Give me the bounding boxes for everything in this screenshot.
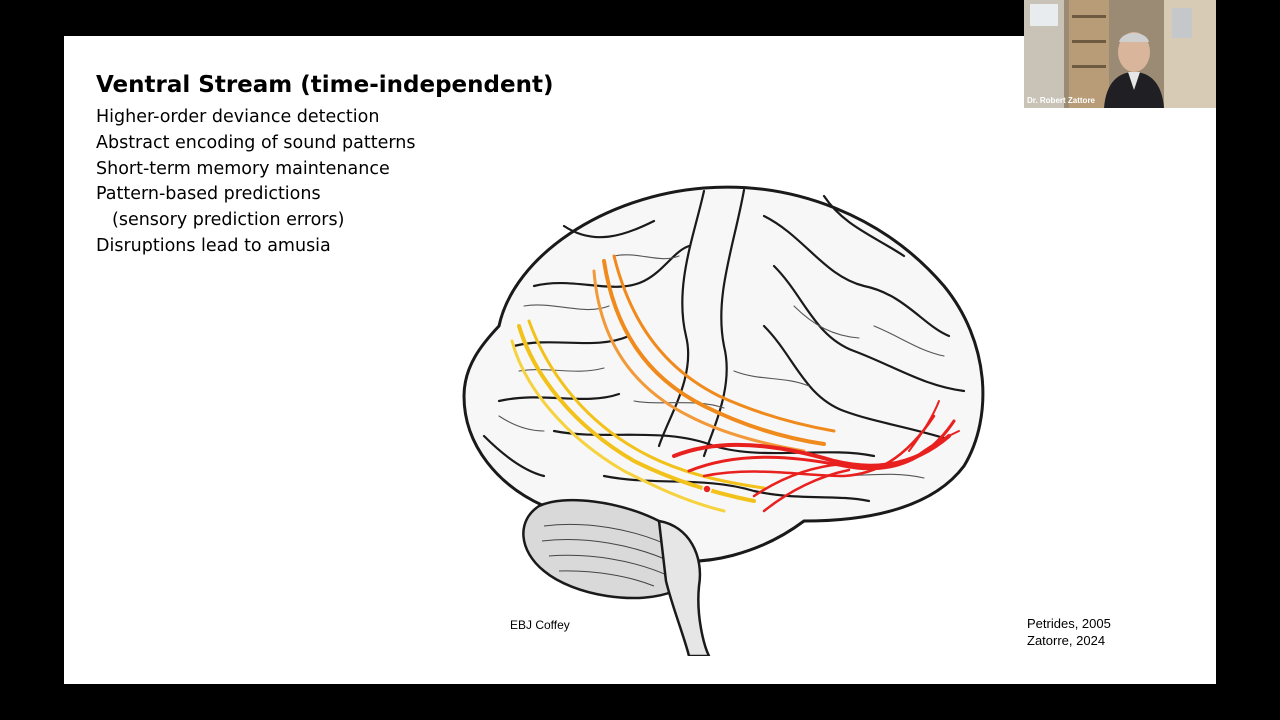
bullet-item: Abstract encoding of sound patterns — [96, 132, 416, 153]
bullet-item: (sensory prediction errors) — [112, 210, 345, 231]
citation: Petrides, 2005 — [1027, 616, 1111, 631]
shading-lines — [498, 254, 945, 479]
presenter-video-tile[interactable]: Dr. Robert Zattore — [1024, 0, 1216, 108]
slide-title: Ventral Stream (time-independent) — [96, 72, 554, 98]
sulci — [482, 188, 966, 503]
cursor-marker — [702, 484, 712, 494]
bullet-list: Higher-order deviance detection Abstract… — [96, 105, 415, 260]
citations: Petrides, 2005 Zatorre, 2024 — [1027, 615, 1111, 649]
bullet-item: Short-term memory maintenance — [96, 158, 390, 179]
bullet-item: Higher-order deviance detection — [96, 107, 380, 127]
bullet-item: Pattern-based predictions — [96, 184, 321, 205]
brainstem — [657, 519, 711, 656]
presenter-name: Dr. Robert Zattore — [1027, 96, 1096, 105]
bullet-item: Disruptions lead to amusia — [96, 235, 331, 256]
tract-red — [672, 400, 960, 513]
tract-orange — [592, 254, 836, 453]
brain-illustration — [462, 185, 985, 656]
citation: Zatorre, 2024 — [1027, 633, 1106, 648]
slide: Ventral Stream (time-independent) Higher… — [64, 36, 1216, 684]
image-credit: EBJ Coffey — [510, 618, 570, 632]
presenter-video — [1024, 0, 1216, 108]
